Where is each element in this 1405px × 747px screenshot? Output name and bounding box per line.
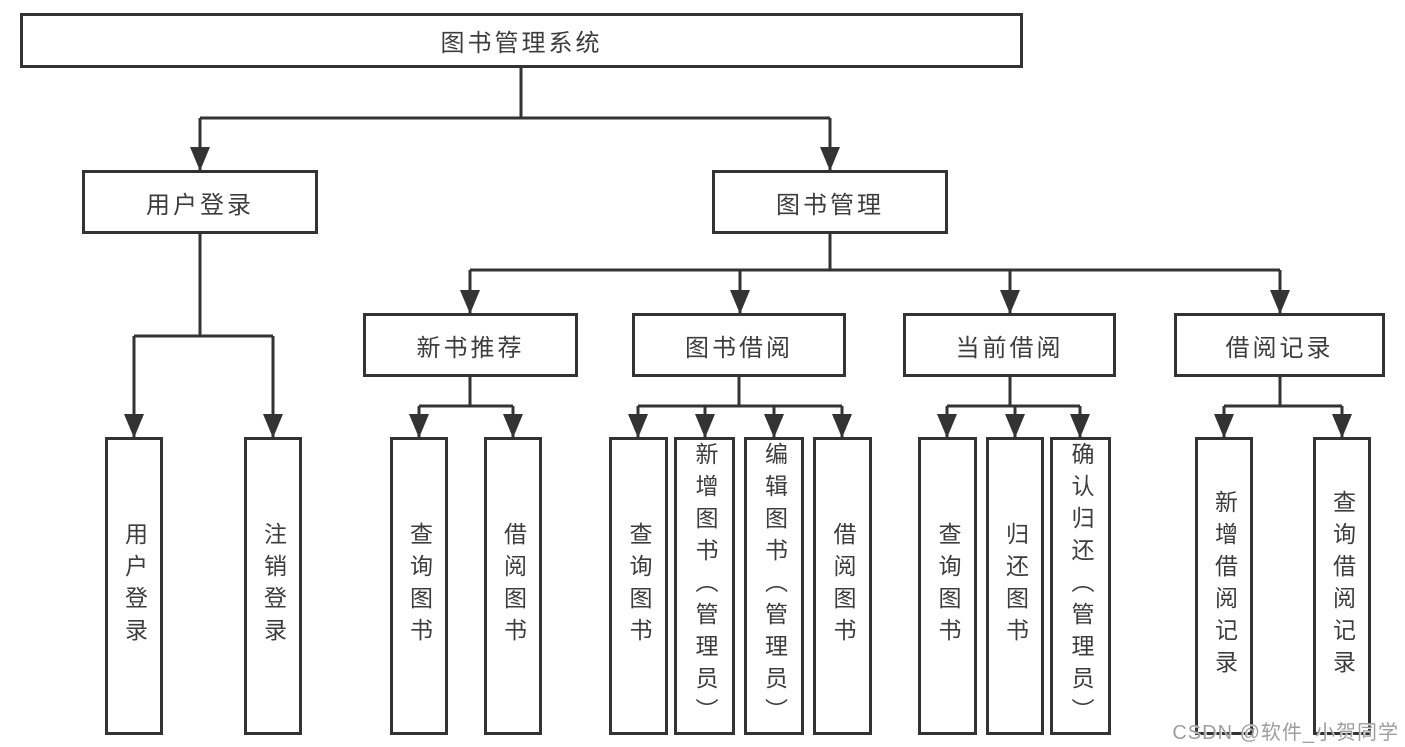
leaf-logout-login-label: 注销登录 (260, 522, 287, 650)
leaf-newbook-query-books: 查询图书 (390, 437, 448, 735)
leaf-logout-login: 注销登录 (244, 437, 302, 735)
node-book-management-label: 图书管理 (776, 191, 884, 219)
leaf-confirm-return-admin-label: 确认归还（管理员） (1068, 442, 1094, 730)
node-current-borrow: 当前借阅 (903, 313, 1116, 377)
leaf-borrow-query-books: 查询图书 (609, 437, 668, 735)
leaf-edit-books-admin-label: 编辑图书（管理员） (761, 442, 788, 730)
connector-book-management-to-level3 (460, 234, 1290, 314)
node-new-book-recommend-label: 新书推荐 (416, 334, 525, 362)
node-new-book-recommend: 新书推荐 (363, 313, 578, 377)
leaf-current-query-books: 查询图书 (918, 437, 977, 735)
leaf-newbook-borrow-books: 借阅图书 (484, 437, 542, 735)
node-user-login-label: 用户登录 (146, 191, 254, 219)
leaf-add-books-admin-label: 新增图书（管理员） (692, 442, 718, 730)
node-root-system-label: 图书管理系统 (440, 30, 603, 57)
leaf-add-borrow-record: 新增借阅记录 (1195, 437, 1253, 735)
leaf-current-query-books-label: 查询图书 (935, 522, 961, 650)
leaf-borrow-books-label: 借阅图书 (830, 522, 856, 650)
connector-current-borrow-to-leaves (937, 377, 1090, 438)
connector-borrow-records-to-leaves (1214, 377, 1352, 438)
connector-new-book-to-leaves (409, 377, 523, 438)
node-book-management: 图书管理 (712, 170, 948, 234)
connector-user-login-to-leaves (124, 234, 283, 438)
leaf-add-books-admin: 新增图书（管理员） (674, 437, 735, 735)
leaf-user-login-label: 用户登录 (121, 522, 148, 650)
leaf-return-books: 归还图书 (986, 437, 1044, 735)
leaf-newbook-query-books-label: 查询图书 (406, 522, 433, 650)
node-user-login: 用户登录 (82, 170, 318, 234)
leaf-newbook-borrow-books-label: 借阅图书 (500, 522, 527, 650)
leaf-edit-books-admin: 编辑图书（管理员） (744, 437, 804, 735)
leaf-user-login: 用户登录 (105, 437, 163, 735)
node-book-borrow-label: 图书借阅 (685, 334, 793, 362)
node-book-borrow: 图书借阅 (632, 313, 846, 377)
leaf-query-borrow-record-label: 查询借阅记录 (1329, 490, 1356, 682)
leaf-borrow-query-books-label: 查询图书 (626, 522, 652, 650)
leaf-query-borrow-record: 查询借阅记录 (1313, 437, 1371, 735)
leaf-add-borrow-record-label: 新增借阅记录 (1211, 490, 1238, 682)
node-borrow-records-label: 借阅记录 (1225, 334, 1334, 362)
node-root-system: 图书管理系统 (20, 13, 1023, 68)
node-borrow-records: 借阅记录 (1174, 313, 1385, 377)
connector-root-to-level2 (190, 68, 840, 171)
leaf-borrow-books: 借阅图书 (813, 437, 872, 735)
csdn-watermark: CSDN @软件_小贺同学 (1172, 722, 1399, 744)
leaf-return-books-label: 归还图书 (1002, 522, 1029, 650)
node-current-borrow-label: 当前借阅 (955, 334, 1064, 362)
leaf-confirm-return-admin: 确认归还（管理员） (1050, 437, 1111, 735)
connector-book-borrow-to-leaves (628, 377, 852, 438)
